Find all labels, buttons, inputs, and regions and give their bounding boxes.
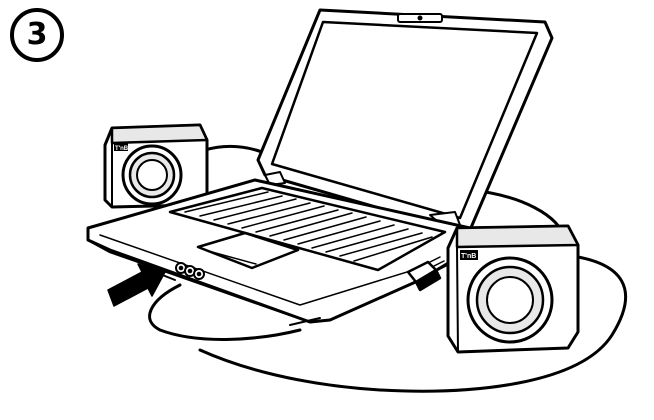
step-badge: 3 (10, 8, 64, 62)
touchpad (196, 231, 300, 270)
side-ports (429, 256, 449, 271)
left-speaker-logo: T'nB (115, 146, 129, 152)
webcam-icon (417, 15, 423, 21)
step-number: 3 (26, 17, 48, 52)
audio-jack-icon (175, 262, 205, 280)
left-speaker: T'nB (103, 123, 209, 209)
right-speaker-cone-inner (486, 276, 534, 324)
keyboard (168, 186, 447, 272)
right-speaker-logo: T'nB (461, 253, 476, 260)
laptop (86, 8, 554, 326)
right-speaker: T'nB (446, 224, 580, 354)
audio-cable (148, 283, 302, 341)
right-speaker-loop-cable (198, 253, 628, 393)
left-speaker-cone-inner (136, 159, 168, 191)
usb-plug-icon (406, 260, 442, 292)
keyboard-keys (184, 191, 433, 262)
arrow-right-icon (107, 263, 166, 307)
laptop-display (270, 20, 539, 220)
